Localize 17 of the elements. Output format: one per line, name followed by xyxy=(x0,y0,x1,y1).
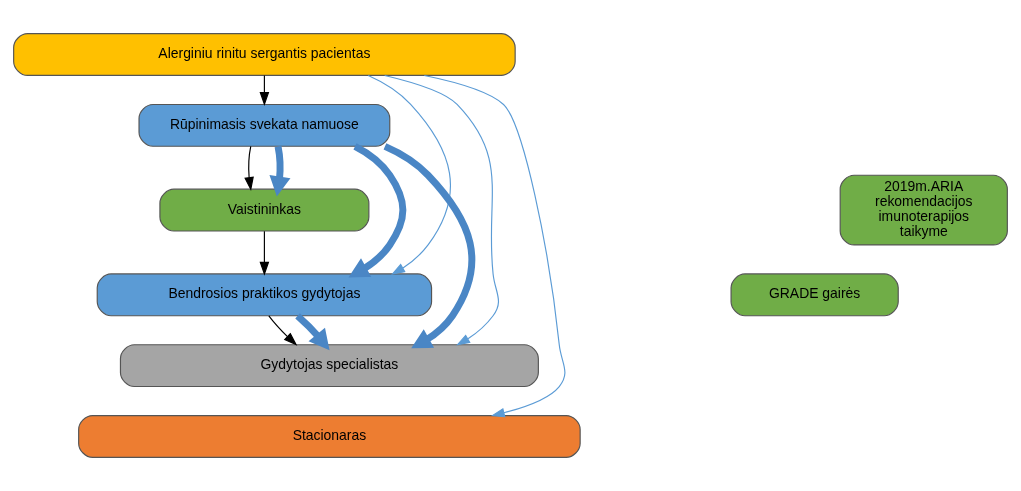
node-box: Rūpinimasis svekata namuose xyxy=(138,103,391,147)
node-box: Bendrosios praktikos gydytojas xyxy=(96,273,433,317)
arrow xyxy=(367,75,452,275)
arrow xyxy=(259,230,270,276)
node-box: Stacionaras xyxy=(78,415,581,458)
node-box: Gydytojas specialistas xyxy=(119,344,539,388)
node-box: Vaistininkas xyxy=(159,188,370,232)
arrow xyxy=(383,143,476,349)
arrow xyxy=(384,74,500,346)
arrow xyxy=(295,313,330,351)
node-box: 2019m.ARIA rekomendacijos imunoterapijos taikyme xyxy=(839,174,1008,246)
arrow xyxy=(423,74,566,418)
arrow xyxy=(244,145,254,191)
node-box: Alerginiu rinitu sergantis pacientas xyxy=(13,33,516,76)
node-box: GRADE gairės xyxy=(730,273,899,317)
arrow xyxy=(268,315,298,346)
arrow xyxy=(348,143,407,278)
